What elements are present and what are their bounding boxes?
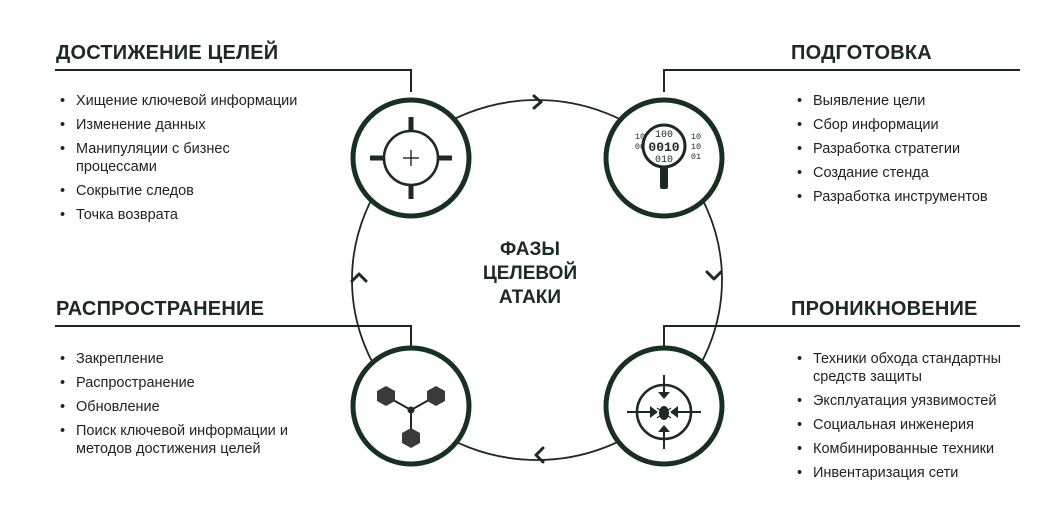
goals-header-line: [55, 69, 412, 92]
list-item: Техники обхода стандартны средств защиты: [795, 350, 1033, 386]
spread-node: [350, 345, 472, 467]
binary-row-1: 100: [655, 130, 673, 141]
list-item: Комбинированные техники: [795, 440, 1050, 458]
list-item: Закрепление: [58, 350, 328, 368]
list-item: Разработка инструментов: [795, 188, 1045, 206]
center-title-line-1: ФАЗЫ: [500, 239, 560, 260]
list-item: Эксплуатация уязвимостей: [795, 392, 1050, 410]
list-item: Социальная инженерия: [795, 416, 1050, 434]
chevron-right-icon: [532, 94, 543, 110]
goals-list: Хищение ключевой информации Изменение да…: [58, 92, 348, 230]
preparation-title: ПОДГОТОВКА: [791, 42, 932, 64]
list-item: Выявление цели: [795, 92, 1045, 110]
goals-title: ДОСТИЖЕНИЕ ЦЕЛЕЙ: [56, 42, 279, 64]
list-item: Поиск ключевой информации и методов дост…: [58, 422, 316, 458]
spread-header-line: [55, 325, 412, 346]
chevron-down-icon: [705, 270, 723, 281]
bug-target-icon: [627, 375, 701, 449]
preparation-list: Выявление цели Сбор информации Разработк…: [795, 92, 1045, 212]
crosshair-icon: [370, 117, 452, 199]
binary-row-3: 010: [655, 155, 673, 166]
chevron-left-icon: [534, 446, 545, 464]
center-title-line-3: АТАКИ: [498, 287, 562, 308]
list-item: Хищение ключевой информации: [58, 92, 348, 110]
binary-right-1: 10: [691, 132, 701, 142]
penetration-title: ПРОНИКНОВЕНИЕ: [791, 298, 978, 320]
list-item: Точка возврата: [58, 206, 348, 224]
spread-title: РАСПРОСТРАНЕНИЕ: [56, 298, 265, 320]
list-item: Сбор информации: [795, 116, 1045, 134]
list-item: Создание стенда: [795, 164, 1045, 182]
network-nodes-icon: [377, 386, 445, 448]
center-title: ФАЗЫ ЦЕЛЕВОЙ АТАКИ: [460, 238, 600, 310]
binary-left-2: 00: [635, 142, 645, 152]
binary-magnifier-icon: 100 0010 010 10 00 10 10 01: [635, 123, 701, 189]
spread-list: Закрепление Распространение Обновление П…: [58, 350, 328, 464]
penetration-header-line: [663, 325, 1020, 346]
list-item: Манипуляции с бизнес процессами: [58, 140, 266, 176]
list-item: Разработка стратегии: [795, 140, 1045, 158]
list-item: Изменение данных: [58, 116, 348, 134]
binary-left-1: 10: [635, 132, 645, 142]
preparation-header-line: [663, 69, 1020, 92]
penetration-list: Техники обхода стандартны средств защиты…: [795, 350, 1050, 488]
binary-right-3: 01: [691, 152, 701, 162]
center-title-line-2: ЦЕЛЕВОЙ: [482, 263, 578, 284]
list-item: Сокрытие следов: [58, 182, 348, 200]
list-item: Распространение: [58, 374, 328, 392]
chevron-up-icon: [350, 272, 368, 283]
list-item: Обновление: [58, 398, 328, 416]
binary-row-2: 0010: [648, 140, 679, 155]
binary-right-2: 10: [691, 142, 701, 152]
list-item: Инвентаризация сети: [795, 464, 1050, 482]
